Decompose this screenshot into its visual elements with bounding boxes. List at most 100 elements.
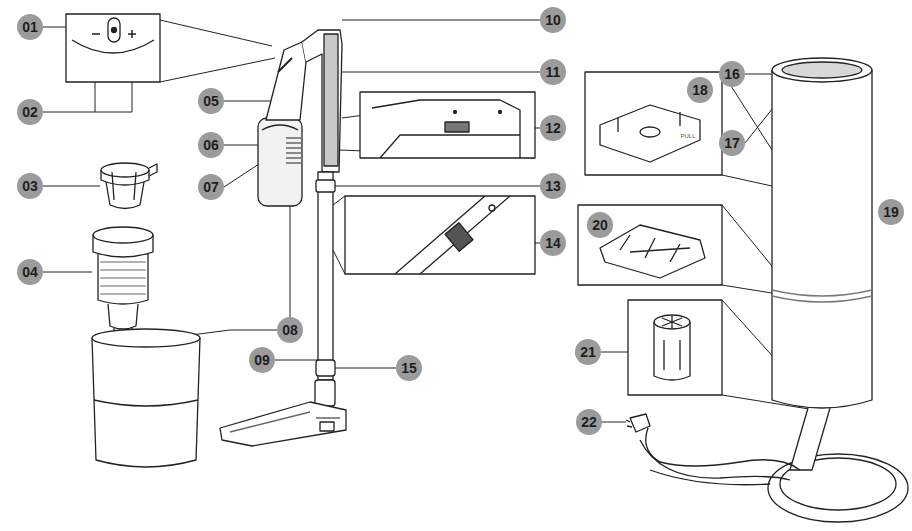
bag-frame-inset [578,205,722,285]
bag-holder-inset [585,72,722,175]
leader-line [224,145,258,146]
callout-number: 16 [719,61,745,87]
charging-station [768,58,908,522]
handle-detail-inset [380,135,520,158]
tube-button-inset [345,196,535,274]
filter-part [149,164,157,176]
filter-part [101,170,149,185]
motor-filter-inset [654,315,690,329]
callout-number: 22 [576,409,602,435]
leader-line [43,272,92,273]
stick-vacuum [315,380,335,406]
handle-detail-inset [372,100,520,158]
callout-number: 20 [587,212,613,238]
stick-vacuum [286,138,301,163]
callout-number: 03 [17,173,43,199]
callout-number: 04 [17,259,43,285]
motor-filter-inset [664,340,680,370]
tube-button-inset [395,196,510,274]
tube-button-inset [489,205,495,211]
tube-button-inset [345,196,535,274]
filter-part [101,163,157,209]
stick-vacuum [220,30,346,446]
callout-number: 21 [575,339,601,365]
callout-number: 14 [540,230,566,256]
stick-vacuum [318,172,333,380]
callout-number: 09 [249,347,275,373]
handle-detail-inset [454,111,457,114]
callout-number: 08 [277,317,303,343]
cyclone-filter [98,254,148,304]
leader-line [152,206,290,340]
charging-station [782,62,862,78]
bag-holder-inset [585,72,722,175]
tube-button-inset [445,223,473,251]
dust-cup [92,329,200,347]
handle-detail-inset [499,111,502,114]
cyclone-filter [100,262,146,294]
callout-number: 18 [687,77,713,103]
charging-station [772,290,872,302]
bag-holder-inset [640,127,660,137]
filter-part [106,182,144,209]
leader-line [333,196,345,274]
callout-number: 07 [198,174,224,200]
stick-vacuum [230,412,340,432]
cyclone-filter [93,235,153,257]
stick-vacuum [220,402,346,446]
charging-station [790,408,830,470]
leader-line [340,92,535,158]
charging-station [772,58,872,82]
dust-cup [92,338,200,467]
stick-vacuum [316,180,335,192]
bag-frame-inset [620,235,690,262]
stick-vacuum [266,42,306,120]
callout-number: 15 [396,355,422,381]
charging-station [772,70,872,408]
stick-vacuum [258,118,302,206]
callout-number: 11 [540,59,566,85]
bag-frame-inset [578,205,722,285]
callout-number: 06 [198,132,224,158]
power-cord [640,428,800,485]
filter-part [101,163,149,177]
callout-number: 10 [540,7,566,33]
dust-cup [92,329,200,467]
bag-holder-inset [600,105,700,162]
cyclone-filter [108,304,138,329]
leader-line [602,422,626,423]
power-button-inset [66,14,160,82]
callout-number: 05 [198,88,224,114]
power-button-inset [108,18,120,42]
power-cord [626,420,632,427]
leader-line [333,186,540,187]
stick-vacuum [302,30,342,172]
handle-detail-inset [360,92,535,158]
leader-line [342,20,540,21]
cyclone-filter [93,227,153,338]
power-button-inset [92,30,136,38]
leader-line [341,72,540,73]
stick-vacuum [320,422,334,431]
leader-line [334,368,396,369]
stick-vacuum [262,125,298,130]
motor-filter-inset [628,300,722,395]
callout-number: 02 [17,99,43,125]
motor-filter-inset [662,316,682,328]
cyclone-filter [93,227,153,243]
bag-holder-inset [618,112,680,132]
embossed-text: PULL [680,133,695,139]
leader-line [224,162,262,187]
handle-detail-inset [360,92,535,158]
power-cord [626,414,800,485]
callout-number: 12 [540,115,566,141]
callout-number: 01 [17,14,43,40]
motor-filter-inset [654,322,690,380]
leader-line [224,101,276,102]
bag-frame-inset [600,225,705,278]
callout-number: 19 [878,199,904,225]
leader-line [275,360,318,361]
callout-number: 13 [540,173,566,199]
